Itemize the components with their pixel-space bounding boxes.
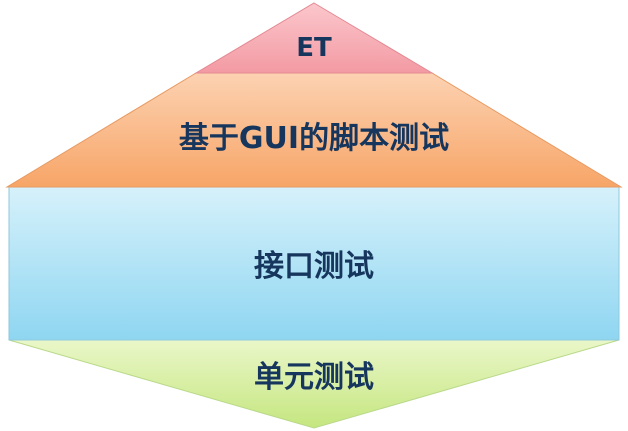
layer-unit-test-label: 单元测试 (254, 360, 374, 395)
layer-interface-test: 接口测试 (8, 186, 620, 341)
layer-interface-test-label: 接口测试 (254, 249, 374, 284)
layer-gui-script-test: 基于GUI的脚本测试 (5, 72, 623, 188)
layer-et: ET (194, 2, 434, 74)
layer-gui-script-test-label: 基于GUI的脚本测试 (179, 121, 449, 156)
layer-interface-test-shape (8, 186, 620, 341)
layer-et-shape (194, 2, 434, 74)
layer-et-label: ET (296, 33, 332, 63)
layer-unit-test: 单元测试 (8, 339, 620, 429)
